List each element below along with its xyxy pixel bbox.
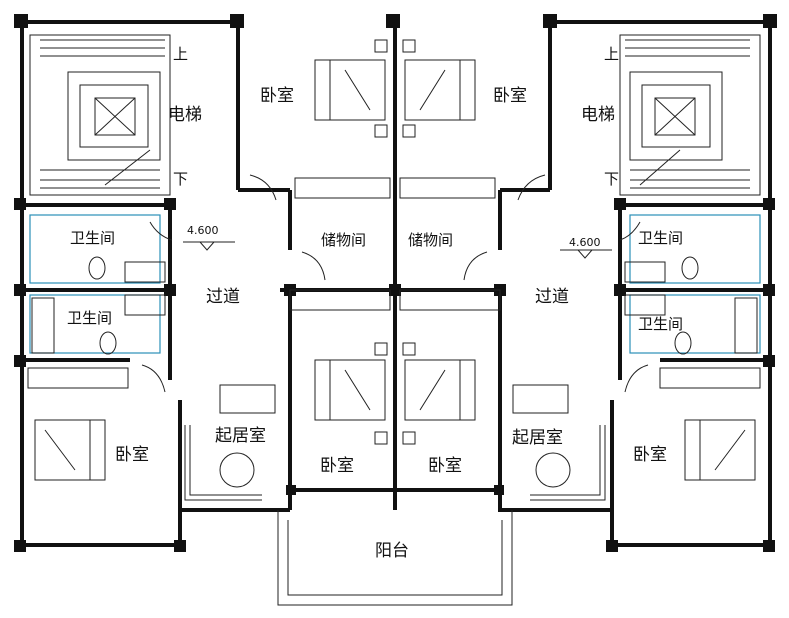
label-bath-left-1: 卫生间	[70, 229, 116, 247]
label-bath-right-2: 卫生间	[638, 315, 684, 333]
label-storage-right: 储物间	[408, 231, 454, 249]
label-bedroom-mid-left: 卧室	[320, 456, 354, 476]
label-down-left: 下	[173, 170, 189, 188]
label-hall-right: 过道	[535, 287, 569, 307]
label-up-left: 上	[173, 45, 189, 63]
beds-sides	[34, 419, 756, 481]
label-living-left: 起居室	[215, 426, 266, 446]
wardrobes	[27, 177, 761, 389]
label-elevator-right: 电梯	[581, 105, 615, 125]
label-up-right: 上	[604, 45, 620, 63]
sofas	[184, 384, 606, 501]
label-bedroom-left: 卧室	[115, 445, 149, 465]
label-hall-left: 过道	[206, 287, 240, 307]
label-bedroom-right: 卧室	[633, 445, 667, 465]
label-bedroom-top-right: 卧室	[493, 86, 527, 106]
balcony-railing	[277, 510, 513, 606]
label-bedroom-mid-right: 卧室	[428, 456, 462, 476]
label-bath-right-1: 卫生间	[638, 229, 684, 247]
label-living-right: 起居室	[512, 428, 563, 448]
label-storage-left: 储物间	[321, 231, 367, 249]
beds-middle	[314, 342, 476, 445]
level-left: 4.600	[187, 224, 219, 237]
label-bath-left-2: 卫生间	[67, 309, 113, 327]
level-right: 4.600	[569, 236, 601, 249]
stair-left	[29, 34, 171, 196]
label-balcony: 阳台	[375, 541, 409, 561]
columns	[14, 14, 777, 552]
bath-fixtures	[29, 214, 761, 355]
level-markers	[183, 241, 612, 259]
label-elevator-left: 电梯	[168, 105, 202, 125]
stair-right	[619, 34, 761, 196]
label-down-right: 下	[604, 170, 620, 188]
door-swings	[141, 174, 649, 393]
beds-top	[314, 39, 476, 138]
label-bedroom-top-left: 卧室	[260, 86, 294, 106]
